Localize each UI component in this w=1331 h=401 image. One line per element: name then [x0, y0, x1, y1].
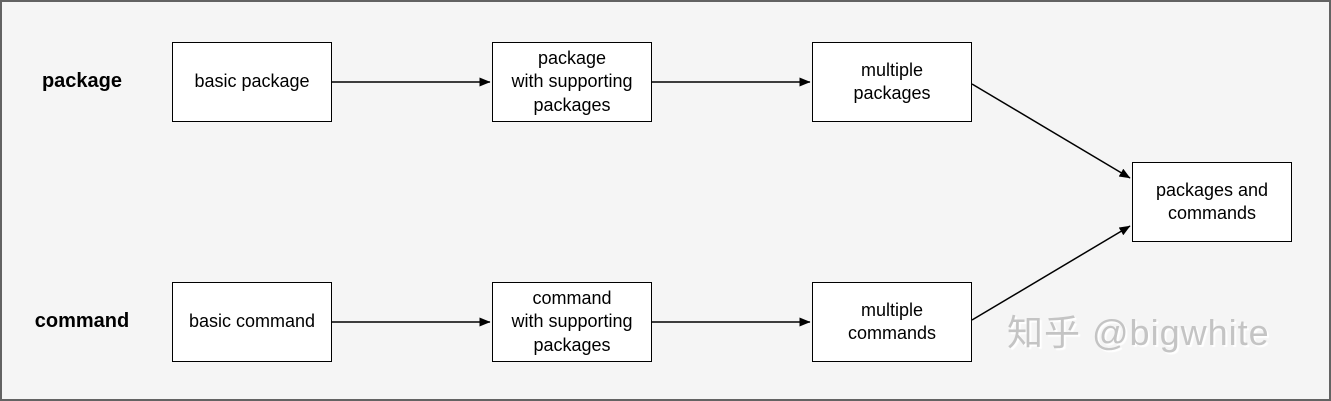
arrow-multiple-commands-to-packages-and-commands: [971, 225, 1131, 321]
node-package-with-supporting-packages: package with supporting packages: [492, 42, 652, 122]
node-packages-and-commands: packages and commands: [1132, 162, 1292, 242]
row-label-package: package: [41, 70, 123, 92]
arrow-multiple-packages-to-packages-and-commands: [971, 83, 1131, 179]
zhihu-watermark: 知乎 @bigwhite: [1007, 312, 1270, 353]
node-command-with-supporting-packages: command with supporting packages: [492, 282, 652, 362]
row-label-command: command: [34, 310, 130, 332]
node-multiple-packages: multiple packages: [812, 42, 972, 122]
node-basic-command: basic command: [172, 282, 332, 362]
node-multiple-commands: multiple commands: [812, 282, 972, 362]
node-basic-package: basic package: [172, 42, 332, 122]
